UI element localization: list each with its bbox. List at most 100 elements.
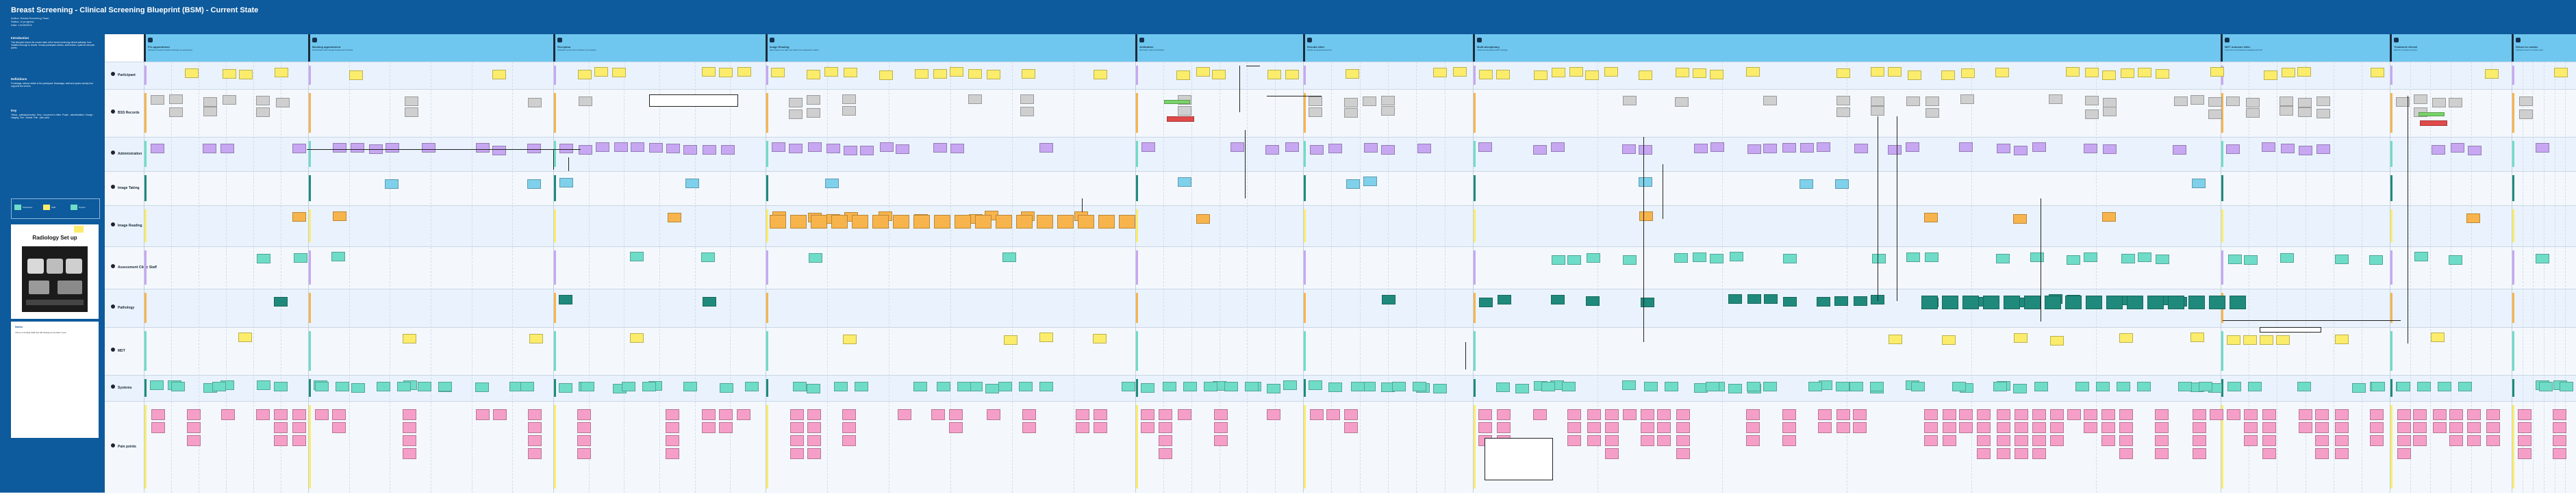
sticky-note xyxy=(1834,296,1848,306)
sticky-note xyxy=(1853,422,1867,433)
sticky-note xyxy=(1941,70,1955,80)
sticky-note xyxy=(1959,409,1973,420)
sticky-note xyxy=(2102,70,2116,80)
sticky-note xyxy=(1344,98,1358,107)
sticky-note xyxy=(1496,70,1510,79)
sticky-note xyxy=(2119,448,2133,459)
sticky-note xyxy=(2103,107,2117,116)
sticky-note xyxy=(1039,333,1053,342)
sticky-note xyxy=(789,98,803,107)
sidebar-heading-definitions: Definitions xyxy=(11,77,27,81)
step-divider xyxy=(349,62,351,493)
sticky-note xyxy=(1605,422,1619,433)
system-chip xyxy=(1644,382,1658,391)
sticky-note xyxy=(896,144,909,154)
sticky-note xyxy=(666,448,679,459)
system-chip xyxy=(1163,382,1176,391)
sticky-note xyxy=(1567,255,1581,265)
lane-person-icon xyxy=(111,264,115,268)
sticky-note xyxy=(1746,409,1760,420)
lane-label: Image Reading xyxy=(118,224,142,228)
pathology-step xyxy=(2086,296,2102,309)
image-reading-step xyxy=(770,215,786,229)
lane-band xyxy=(105,89,2576,138)
lane-colour-strip xyxy=(1136,331,1138,371)
system-chip xyxy=(2117,382,2130,391)
sticky-note xyxy=(1381,106,1395,116)
lane-colour-strip xyxy=(309,331,311,371)
sticky-note xyxy=(476,409,490,420)
sticky-note xyxy=(220,144,234,153)
system-chip xyxy=(1039,382,1053,391)
system-chip xyxy=(937,382,950,391)
sticky-note xyxy=(1141,409,1154,420)
image-reading-step xyxy=(1098,215,1115,229)
sticky-note xyxy=(772,142,785,152)
sticky-note xyxy=(2085,68,2099,77)
sticky-note xyxy=(826,144,840,153)
sticky-note xyxy=(2155,448,2169,459)
step-divider xyxy=(1722,62,1723,493)
meta-author: Author: Breast Screening Team xyxy=(11,16,49,20)
sticky-note xyxy=(807,108,820,118)
system-chip xyxy=(2458,382,2472,391)
step-divider xyxy=(2249,62,2250,493)
sticky-note xyxy=(2084,422,2097,433)
sticky-note xyxy=(1959,142,1973,152)
pathology-step xyxy=(2168,296,2184,309)
sticky-note xyxy=(1159,422,1172,433)
sticky-note xyxy=(2121,68,2134,78)
sticky-note xyxy=(2014,146,2028,155)
sticky-note xyxy=(274,422,288,433)
lane-colour-strip xyxy=(144,331,147,371)
image-reading-step xyxy=(831,215,848,229)
legend-chip-participant xyxy=(14,205,21,210)
lane-person-icon xyxy=(111,348,115,352)
sticky-note xyxy=(2281,144,2295,153)
lane-colour-strip xyxy=(1304,405,1306,489)
sticky-note xyxy=(274,409,288,420)
sticky-note xyxy=(807,409,821,420)
sticky-note xyxy=(2432,145,2445,155)
sticky-note xyxy=(2280,253,2294,263)
connector-line xyxy=(1465,342,1466,369)
sticky-note xyxy=(719,409,733,420)
sticky-note xyxy=(1836,107,1850,117)
lane-label: Pain points xyxy=(118,445,136,449)
sticky-note xyxy=(2119,435,2133,446)
meta-status: Status: In progress xyxy=(11,20,34,23)
sticky-note xyxy=(666,435,679,446)
alert-note xyxy=(2420,120,2447,126)
sticky-note xyxy=(879,70,893,80)
sticky-note xyxy=(579,96,592,106)
sticky-note xyxy=(1382,295,1396,304)
sticky-note xyxy=(949,422,963,433)
sticky-note xyxy=(719,422,733,433)
sticky-note xyxy=(1496,382,1510,392)
lane-colour-strip xyxy=(1474,293,1476,323)
sticky-note xyxy=(151,409,165,420)
step-divider xyxy=(2410,62,2412,493)
sticky-note xyxy=(2227,409,2240,420)
sticky-note xyxy=(1925,108,1939,118)
sticky-note xyxy=(1783,254,1797,263)
sticky-note xyxy=(476,143,490,153)
step-divider xyxy=(431,62,432,493)
sticky-note xyxy=(1604,67,1618,77)
sidebar-text-key: Yellow - participant action. Grey - docu… xyxy=(11,114,94,120)
sticky-note xyxy=(931,409,945,420)
sticky-note xyxy=(2156,255,2169,264)
lane-colour-strip xyxy=(766,405,768,489)
sticky-note xyxy=(2050,422,2064,433)
lane-colour-strip xyxy=(554,141,556,167)
step-divider xyxy=(1331,62,1333,493)
pathology-step xyxy=(2045,296,2061,309)
legend-chip-staff xyxy=(43,205,50,210)
sticky-note xyxy=(1310,409,1324,420)
system-chip xyxy=(2075,382,2089,391)
system-chip xyxy=(1183,382,1197,391)
sticky-note xyxy=(1346,179,1360,189)
lane-colour-strip xyxy=(2221,175,2223,201)
sticky-note xyxy=(2085,109,2099,119)
sticky-note xyxy=(666,409,679,420)
